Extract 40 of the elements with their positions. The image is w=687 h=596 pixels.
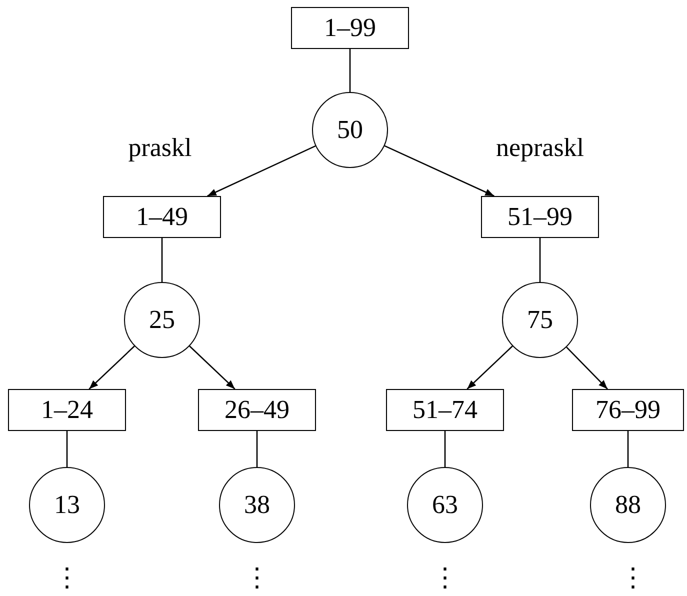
node-text: 50	[337, 117, 363, 143]
connector-line	[539, 238, 541, 282]
arrow	[88, 346, 135, 390]
connector-line	[66, 431, 68, 467]
edge-label: praskl	[128, 135, 192, 161]
node-text: 38	[244, 492, 270, 518]
ellipsis-mark: ⋮	[244, 565, 270, 591]
node-text: 51–74	[412, 397, 478, 423]
range-box	[198, 389, 316, 431]
range-box	[8, 389, 126, 431]
node-text: 1–24	[41, 397, 93, 423]
connector-line	[256, 431, 258, 467]
node-text: 75	[527, 307, 553, 333]
arrow	[466, 346, 513, 390]
connector-line	[349, 49, 351, 92]
edge-label: nepraskl	[496, 135, 584, 161]
node-text: 76–99	[596, 397, 660, 423]
node-text: 63	[432, 492, 458, 518]
node-text: 1–99	[324, 15, 376, 41]
ellipsis-mark: ⋮	[432, 565, 458, 591]
range-box	[103, 196, 221, 238]
connector-line	[161, 238, 163, 282]
node-text: 88	[615, 492, 641, 518]
node-text: 26–49	[224, 397, 290, 423]
node-text: 51–99	[508, 204, 572, 230]
connector-line	[627, 431, 629, 467]
node-text: 1–49	[136, 204, 188, 230]
arrow	[566, 346, 608, 390]
arrow	[207, 145, 316, 197]
range-box	[291, 7, 409, 49]
arrow	[189, 346, 236, 390]
ellipsis-mark: ⋮	[620, 565, 646, 591]
range-box	[386, 389, 504, 431]
range-box	[481, 196, 599, 238]
arrow	[384, 145, 494, 197]
ellipsis-mark: ⋮	[54, 565, 80, 591]
node-text: 25	[149, 307, 175, 333]
range-box	[572, 389, 684, 431]
node-text: 13	[54, 492, 80, 518]
connector-line	[444, 431, 446, 467]
